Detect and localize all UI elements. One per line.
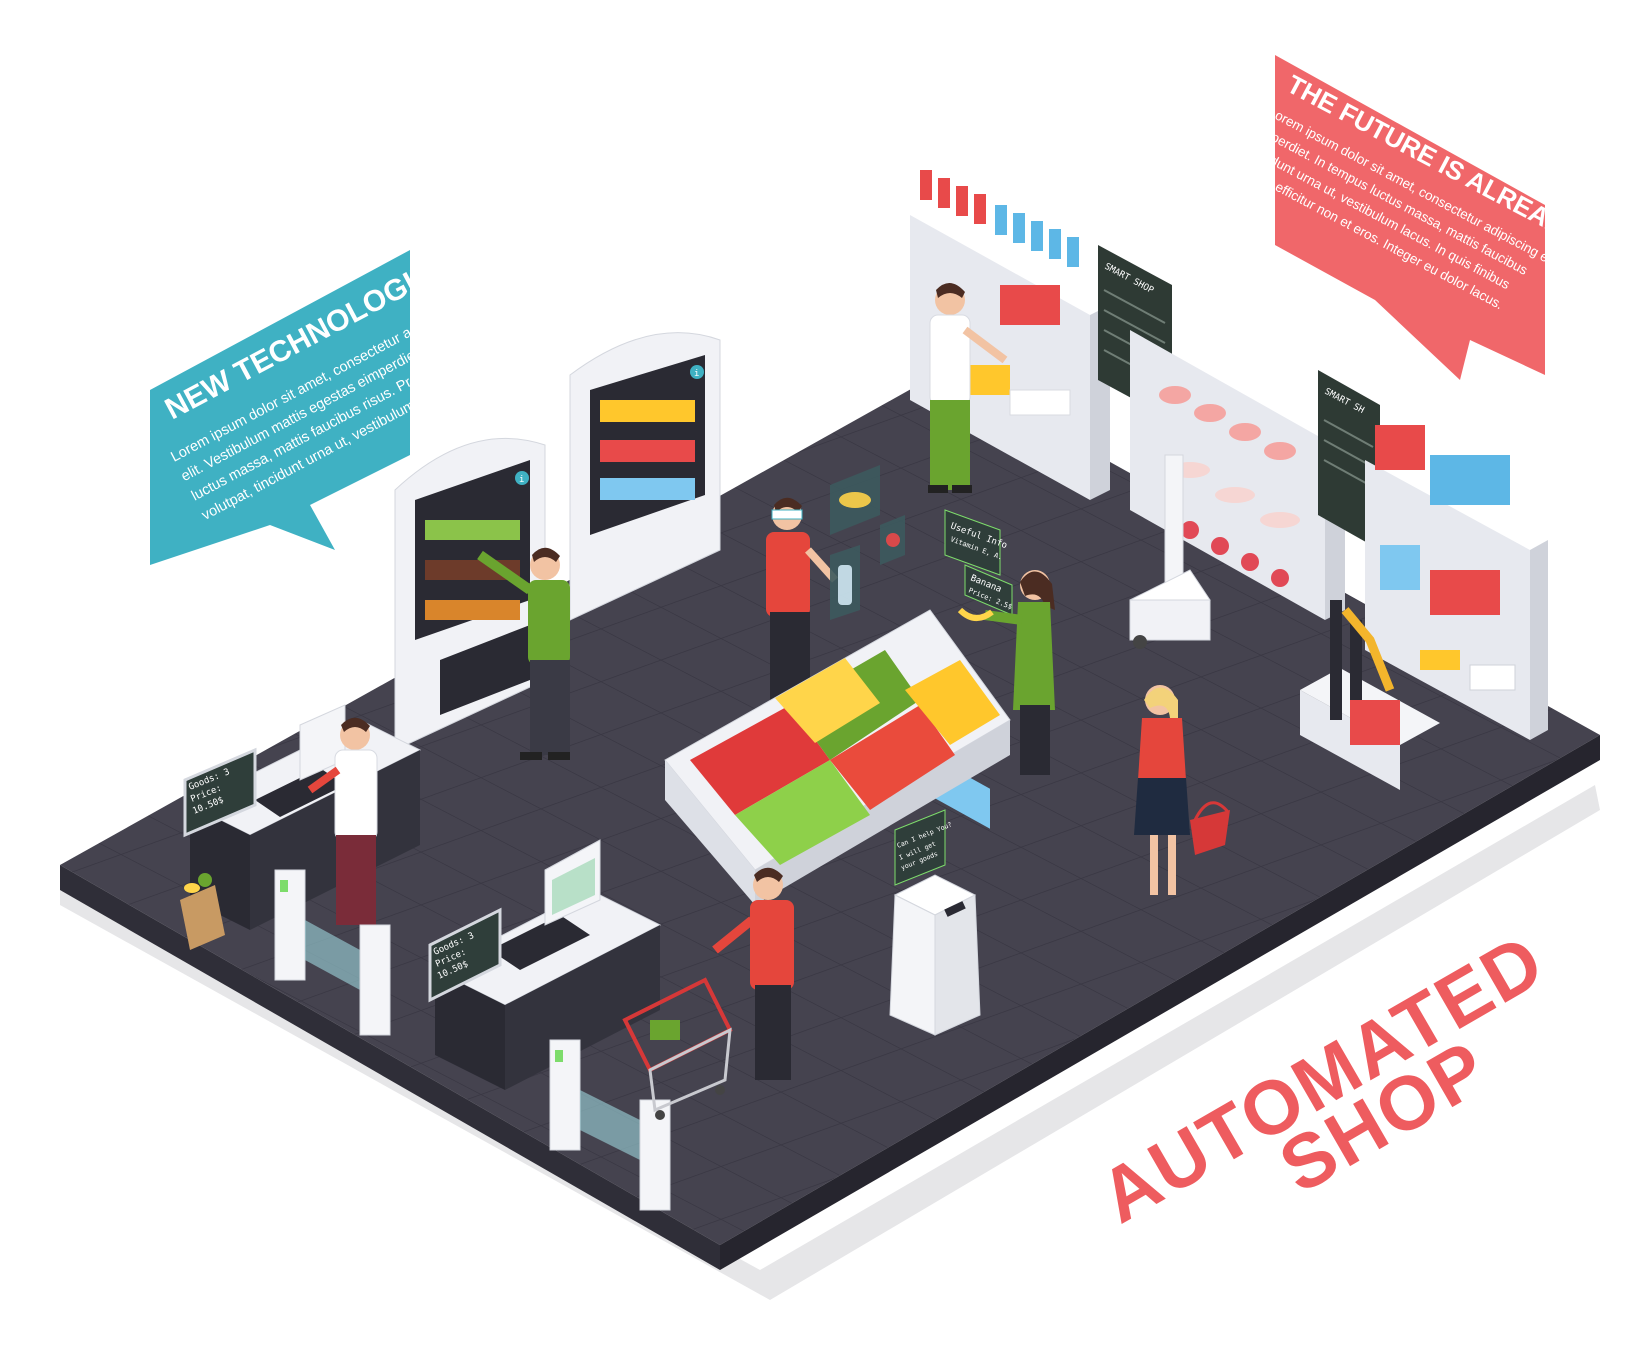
person-at-vending-machine [477, 547, 570, 760]
person-with-cart [622, 867, 794, 1120]
robot-forklift [1300, 600, 1440, 790]
service-robot-tall [1129, 454, 1211, 649]
person-at-checkout [307, 717, 378, 925]
info-icon-1: i [519, 475, 524, 485]
woman-with-basket [1134, 685, 1230, 895]
shopping-cart [622, 977, 733, 1120]
help-robot-sign: Can I help You? I will get your goods [894, 809, 953, 886]
self-checkout-2: Goods: 3 Price: 10.50$ [428, 839, 662, 1090]
drinks-shelf-right [1365, 425, 1548, 740]
hologram-panels [830, 465, 905, 620]
vending-machine-2: i [569, 332, 721, 621]
banana-price-sign: Banana Price: 2.5$ [964, 564, 1013, 616]
fruit-stand [664, 609, 1011, 905]
help-robot: Can I help You? I will get your goods [889, 809, 981, 1036]
vending-machine-1: i [394, 437, 546, 751]
exit-gate-1 [274, 869, 391, 1036]
checkout-2-display: Goods: 3 Price: 10.50$ [428, 907, 502, 1003]
info-icon-2: i [694, 369, 699, 379]
shopping-basket [1190, 801, 1230, 855]
future-bubble: THE FUTURE IS ALREADY HERE Lorem ipsum d… [1236, 55, 1650, 380]
grocery-bag [180, 873, 225, 950]
exit-gate-2 [549, 1039, 671, 1211]
person-stocking-shelf [928, 282, 1008, 493]
woman-with-banana [957, 570, 1055, 775]
